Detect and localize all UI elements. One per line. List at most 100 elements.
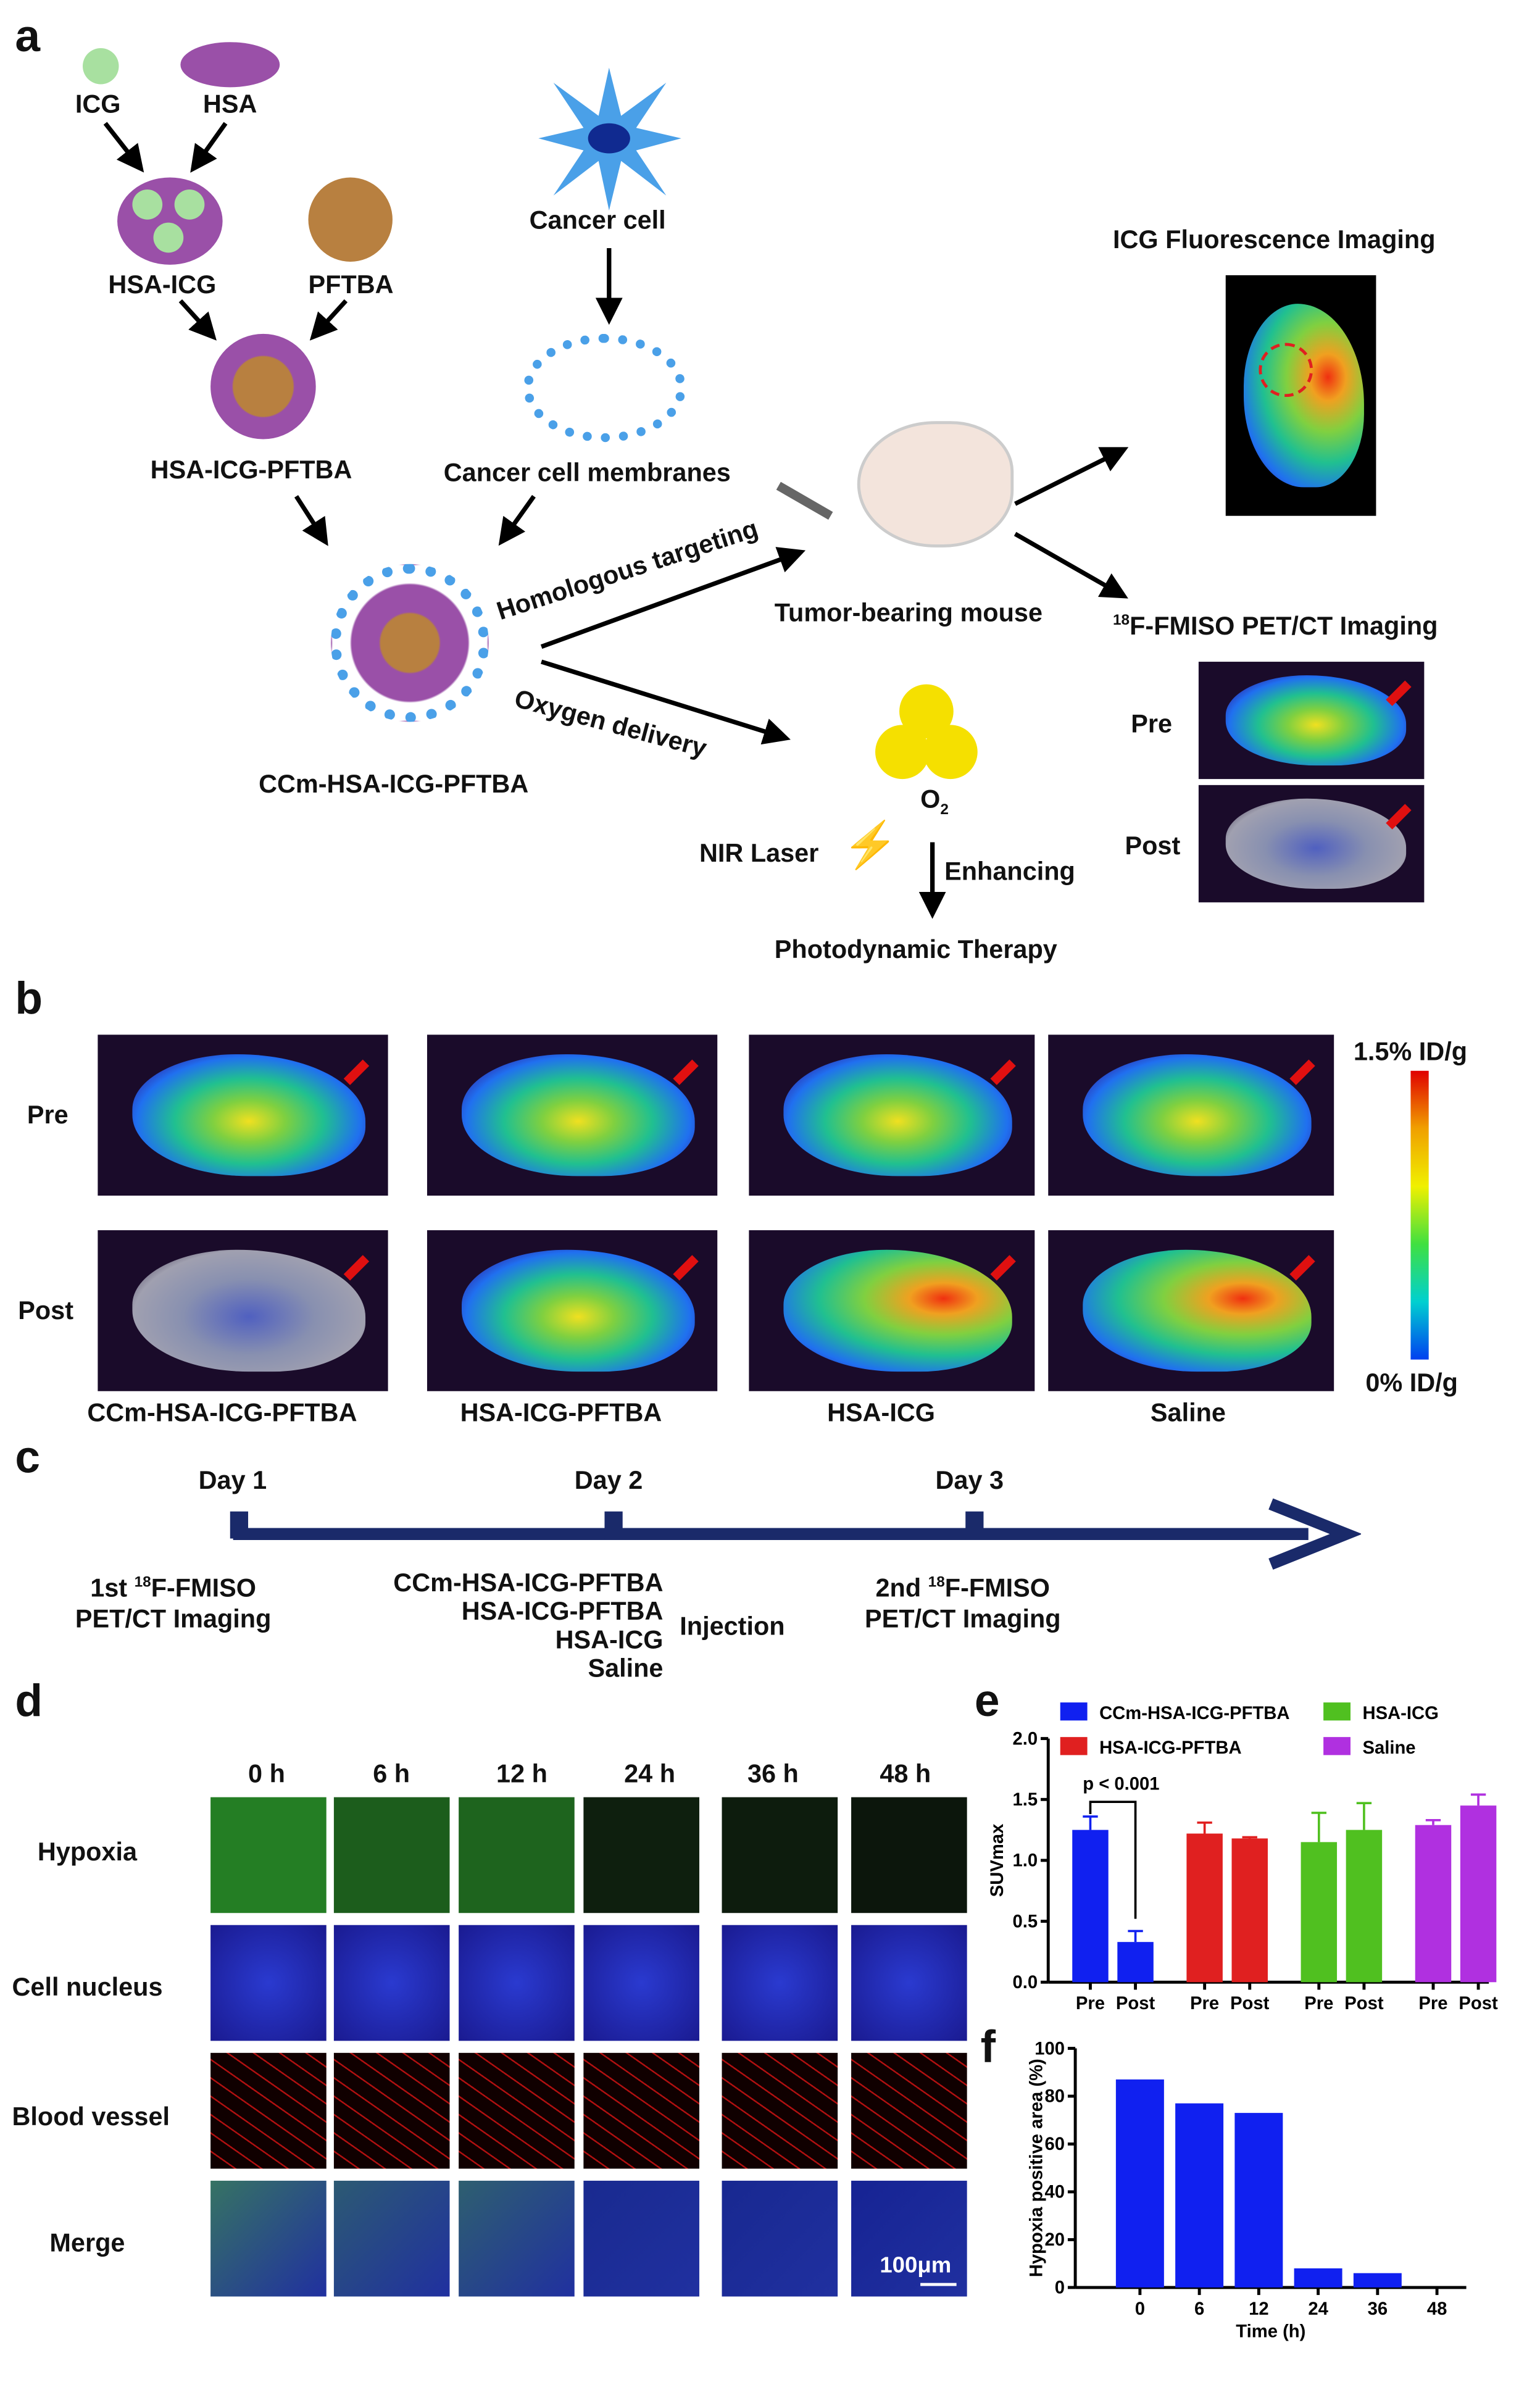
f-x-tick-label: 24: [1308, 2299, 1328, 2319]
micrograph-blood-vessel-48h: [851, 2052, 967, 2169]
micrograph-merge-48h: [851, 2180, 967, 2297]
row-label-merge: Merge: [49, 2228, 125, 2258]
e-legend-label: CCm-HSA-ICG-PFTBA: [1099, 1704, 1289, 1723]
e-x-tick-label: Post: [1344, 1994, 1384, 2013]
pet-post-image: [1198, 785, 1425, 902]
e-significance-bracket: [1089, 1801, 1137, 1919]
day-3-label: Day 3: [935, 1466, 1004, 1495]
e-legend-label: HSA-ICG: [1362, 1704, 1438, 1723]
color-scale-bar: [1410, 1070, 1429, 1360]
pet-image-hsa-icg-pftba-pre: [427, 1035, 718, 1196]
f-x-tick-label: 6: [1194, 2299, 1204, 2319]
micrograph-blood-vessel-24h: [583, 2052, 699, 2169]
pet-sup: 18: [1113, 612, 1130, 630]
time-header: 48 h: [880, 1759, 931, 1788]
f-bar: [1175, 2103, 1224, 2288]
t: PET/CT Imaging: [864, 1604, 1061, 1633]
f-y-tick-label: 100: [1034, 2039, 1065, 2059]
column-label-ccm: CCm-HSA-ICG-PFTBA: [87, 1398, 357, 1428]
panel-label-d: d: [15, 1676, 43, 1727]
micrograph-hypoxia-12h: [459, 1797, 575, 1913]
e-bar: [1117, 1942, 1154, 1983]
icg-label: ICG: [75, 90, 121, 119]
timeline-tick: [230, 1511, 249, 1539]
pet-image-saline-post: [1048, 1230, 1334, 1391]
o2-sub: 2: [940, 802, 949, 819]
pet-image-ccm-post: [98, 1230, 388, 1391]
e-x-tick-label: Pre: [1076, 1994, 1105, 2013]
micrograph-blood-vessel-0h: [210, 2052, 327, 2169]
hsa-label: HSA: [202, 90, 257, 119]
group: Saline: [588, 1654, 664, 1683]
e-bar: [1346, 1830, 1383, 1983]
timeline-axis: [233, 1528, 1309, 1540]
t: 18: [928, 1575, 945, 1591]
e-legend-label: Saline: [1362, 1738, 1415, 1758]
panel-label-a: a: [15, 12, 41, 62]
e-bar: [1186, 1833, 1223, 1983]
f-bar: [1115, 2079, 1164, 2288]
f-bar: [1294, 2268, 1342, 2288]
row-label-post: Post: [18, 1296, 74, 1325]
pet-image-saline-pre: [1048, 1035, 1334, 1196]
pet-image-hsa-icg-pftba-post: [427, 1230, 718, 1391]
pet-pre-image: [1198, 662, 1425, 780]
e-legend-label: HSA-ICG-PFTBA: [1099, 1738, 1241, 1758]
f-x-tick-label: 12: [1249, 2299, 1269, 2319]
nir-laser-label: NIR Laser: [699, 839, 819, 868]
micrograph-merge-6h: [333, 2180, 450, 2297]
panel-label-c: c: [15, 1433, 41, 1483]
e-y-label: SUVmax: [988, 1823, 1007, 1897]
oxygen-atom: [875, 725, 930, 780]
row-label-hypoxia: Hypoxia: [37, 1838, 138, 1867]
f-y-tick-label: 80: [1045, 2087, 1065, 2107]
e-bar: [1301, 1842, 1338, 1983]
e-legend-swatch: [1323, 1737, 1351, 1755]
e-bar: [1231, 1838, 1268, 1983]
f-x-tick-label: 36: [1368, 2299, 1388, 2319]
micrograph-merge-24h: [583, 2180, 699, 2297]
micrograph-merge-0h: [210, 2180, 327, 2297]
e-legend-swatch: [1060, 1737, 1088, 1755]
o2-label: O2: [920, 785, 949, 819]
e-y-tick-label: 0.0: [1013, 1973, 1038, 1992]
day-2-label: Day 2: [574, 1466, 643, 1495]
micrograph-cell-nucleus-6h: [333, 1925, 450, 2041]
icg-molecule-icon: [83, 48, 119, 85]
scale-bar-label: 100μm: [880, 2252, 952, 2279]
enhancing-label: Enhancing: [944, 857, 1075, 886]
icg-imaging-label: ICG Fluorescence Imaging: [1113, 225, 1436, 254]
column-label-saline: Saline: [1150, 1398, 1226, 1428]
e-x-tick-label: Pre: [1304, 1994, 1333, 2013]
micrograph-cell-nucleus-36h: [722, 1925, 838, 2041]
pftba-label: PFTBA: [308, 270, 394, 299]
scale-bar: [920, 2283, 957, 2286]
column-label-hsa-icg-pftba: HSA-ICG-PFTBA: [460, 1398, 662, 1428]
row-label-cell-nucleus: Cell nucleus: [12, 1973, 163, 2002]
timeline-tick: [604, 1511, 623, 1539]
group: HSA-ICG: [555, 1625, 664, 1655]
e-p-value: p < 0.001: [1083, 1774, 1159, 1794]
post-label-a: Post: [1125, 831, 1181, 860]
f-y-label: Hypoxia positive area (%): [1026, 2059, 1046, 2277]
e-x-tick-label: Post: [1116, 1994, 1155, 2013]
mouse-illustration: [857, 421, 1014, 548]
pet-text: F-FMISO PET/CT Imaging: [1130, 612, 1438, 641]
micrograph-hypoxia-36h: [722, 1797, 838, 1913]
micrograph-hypoxia-0h: [210, 1797, 327, 1913]
scale-min-label: 0% ID/g: [1365, 1368, 1458, 1397]
f-bar: [1353, 2273, 1402, 2288]
pftba-droplet-icon: [308, 177, 393, 262]
pre-label-a: Pre: [1131, 710, 1173, 739]
injection-label: Injection: [680, 1612, 785, 1641]
timeline-arrowhead-icon: [1268, 1498, 1362, 1570]
micrograph-blood-vessel-6h: [333, 2052, 450, 2169]
f-x-label: Time (h): [1236, 2321, 1305, 2341]
f-x-tick-label: 0: [1135, 2299, 1145, 2319]
t: F-FMISO: [151, 1574, 257, 1603]
panel-label-e: e: [974, 1676, 1000, 1727]
e-y-tick-label: 1.0: [1013, 1851, 1038, 1871]
